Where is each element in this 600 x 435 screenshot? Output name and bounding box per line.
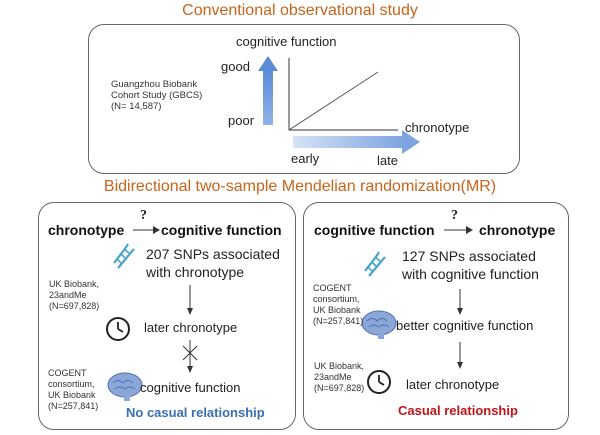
left-question-mark: ? [140,208,147,223]
right-mr-panel [303,202,569,430]
x-axis-label: chronotype [405,120,470,135]
mr-title: Bidirectional two-sample Mendelian rando… [103,178,497,195]
right-source-1: COGENT consortium, UK Biobank (N=257,841… [313,283,364,326]
good-poor-gradient-arrow [258,56,278,125]
observational-study-title: Conventional observational study [182,2,418,19]
left-source-1: UK Biobank, 23andMe (N=697,828) [49,279,100,311]
brain-icon [361,310,397,339]
x-late-label: late [377,153,398,168]
right-step-3: later chronotype [406,377,500,392]
blocked-arrow [182,340,198,373]
dna-icon [113,243,135,269]
right-source-2: UK Biobank, 23andMe (N=697,828) [314,361,365,393]
left-step-2: later chronotype [144,320,238,335]
clock-icon [367,370,391,394]
cohort-label: Guangzhou Biobank Cohort Study (GBCS) (N… [111,79,203,112]
y-poor-label: poor [228,113,255,128]
left-mr-panel [38,202,296,430]
observational-study-box [88,24,520,174]
early-late-gradient-arrow [293,130,420,154]
left-snps-text: 207 SNPs associated with chronotype [146,246,280,280]
y-axis-label: cognitive function [236,34,337,49]
clock-icon [106,317,130,341]
right-result: Casual relationship [398,403,518,418]
left-source-2: COGENT consortium, UK Biobank (N=257,841… [48,368,99,411]
left-result: No casual relationship [126,405,265,420]
right-question-mark: ? [451,208,458,223]
left-exposure: chronotype [48,222,125,238]
right-step-2: better cognitive function [396,318,534,333]
right-exposure: cognitive function [314,222,435,238]
left-step-3: cognitive function [140,380,241,395]
trend-line [288,71,379,131]
y-good-label: good [221,59,250,74]
right-snps-text: 127 SNPs associated with cognitive funct… [402,248,539,282]
x-early-label: early [291,151,320,166]
brain-icon [107,372,143,401]
left-outcome: cognitive function [161,222,282,238]
dna-icon [364,251,386,277]
right-outcome: chronotype [479,222,556,238]
